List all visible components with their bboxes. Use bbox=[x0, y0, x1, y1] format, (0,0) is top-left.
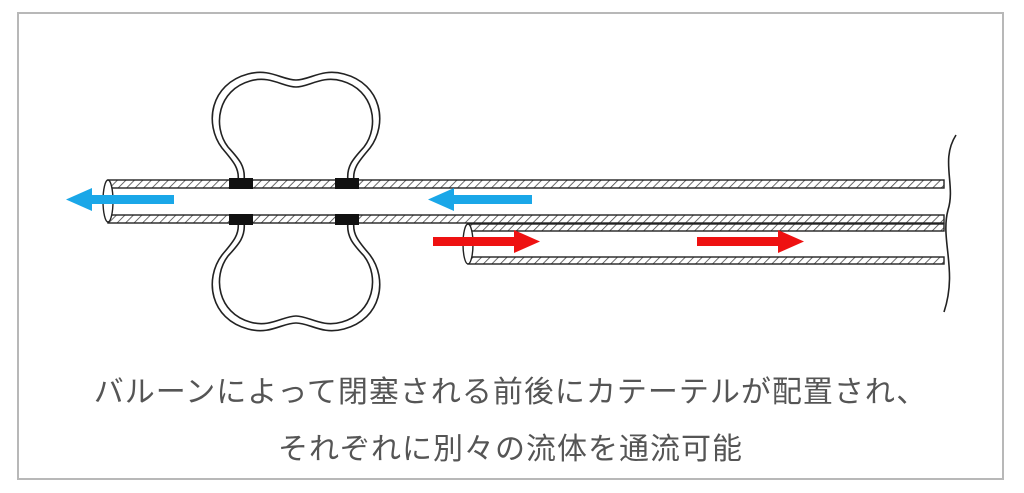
red-flow-arrow bbox=[697, 230, 804, 253]
catheter-tube bbox=[102, 179, 945, 224]
red-flow-arrow bbox=[433, 230, 540, 253]
caption-line-2: それぞれに別々の流体を通流可能 bbox=[278, 432, 743, 467]
blue-flow-arrow bbox=[66, 188, 174, 211]
balloon bbox=[211, 71, 381, 332]
blue-flow-arrow bbox=[428, 188, 532, 211]
break-line bbox=[943, 134, 957, 313]
seal-band bbox=[229, 178, 359, 225]
caption-line-1: バルーンによって閉塞される前後にカテーテルが配置され、 bbox=[93, 375, 928, 410]
second-catheter-tube bbox=[462, 223, 945, 265]
